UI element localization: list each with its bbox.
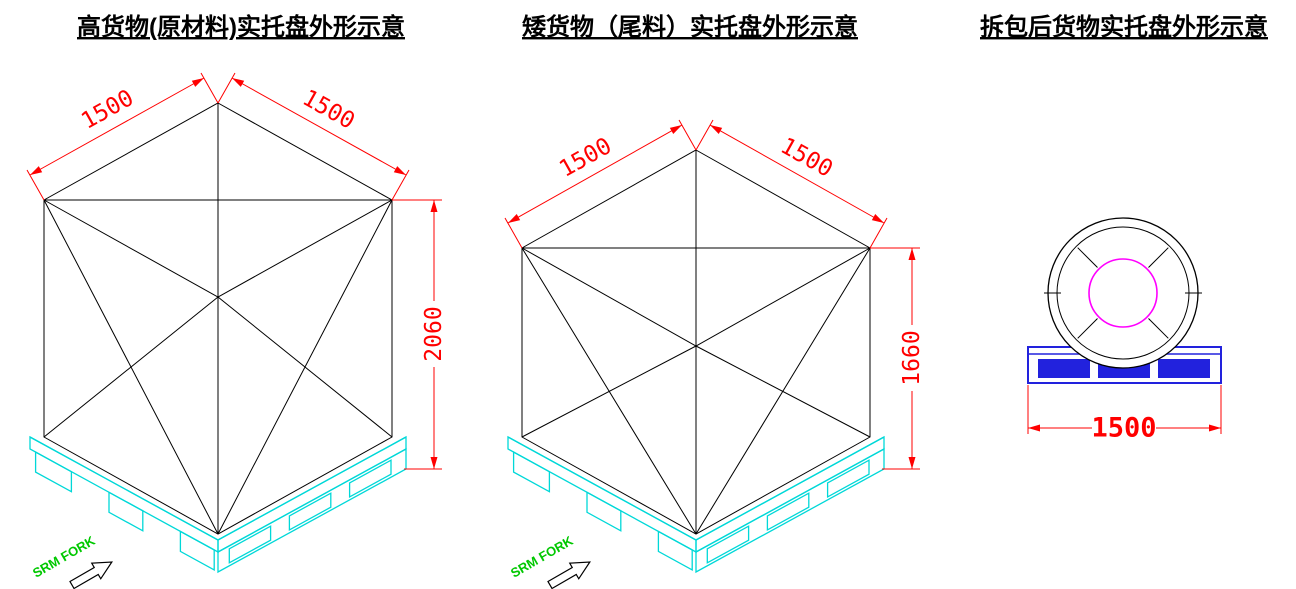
box-edges-and-diagonals [521, 150, 871, 535]
short-cargo-title: 矮货物（尾料）实托盘外形示意 [522, 13, 858, 41]
short-cargo-box [521, 149, 871, 535]
dim-line-top-right [231, 77, 407, 176]
unpacked-dimensions: 1500 [1027, 385, 1222, 444]
pallet-deck-left [507, 435, 697, 554]
coil-core-circle [1088, 258, 1158, 328]
tall-cargo-diagram: 高货物(原材料)实托盘外形示意 1500 1500 [26, 13, 447, 589]
tall-srm-fork: SRM FORK [30, 533, 113, 589]
unpacked-cargo-diagram: 拆包后货物实托盘外形示意 1500 [980, 13, 1268, 444]
dim-line-top-left [29, 77, 205, 176]
short-srm-fork: SRM FORK [508, 533, 591, 589]
tall-cargo-box [43, 102, 393, 535]
pallet-block [586, 491, 622, 532]
pallet-block [108, 491, 144, 532]
coil-outer-circle [1047, 217, 1199, 369]
dim-label-top-left: 1500 [555, 133, 616, 183]
pallet-block [34, 451, 73, 493]
dim-label-height: 2060 [421, 306, 447, 361]
fork-pocket [348, 459, 392, 498]
dim-label-top-left: 1500 [77, 85, 138, 135]
pallet-deck-right [695, 435, 885, 554]
fork-pocket [826, 459, 870, 498]
unpacked-cargo-title: 拆包后货物实托盘外形示意 [980, 13, 1268, 41]
dim-label-top-right: 1500 [298, 85, 359, 135]
coil-front-view [1044, 217, 1202, 369]
box-edges-and-diagonals [43, 103, 393, 535]
fork-direction-arrow-icon [547, 561, 591, 589]
fork-direction-arrow-icon [69, 561, 113, 589]
dim-label-height: 1660 [899, 330, 925, 385]
fork-pocket [1038, 359, 1090, 378]
fork-pocket [1158, 359, 1210, 378]
tall-dimensions: 1500 1500 2060 [26, 72, 447, 470]
short-dimensions: 1500 1500 1660 [504, 119, 925, 470]
dim-label-width: 1500 [1091, 413, 1156, 444]
fork-pocket [288, 492, 332, 531]
fork-pocket [706, 525, 750, 564]
pallet-block [657, 530, 693, 571]
short-cargo-diagram: 矮货物（尾料）实托盘外形示意 1500 1500 1660 [504, 13, 925, 589]
dim-line-top-right [709, 124, 885, 224]
fork-pocket [228, 525, 272, 564]
coil-quadrant-ticks [1044, 247, 1202, 339]
dim-line-top-left [507, 124, 683, 224]
dim-label-top-right: 1500 [776, 133, 837, 183]
pallet-block [179, 530, 215, 571]
pallet-block [512, 451, 551, 493]
tall-cargo-title: 高货物(原材料)实托盘外形示意 [77, 13, 405, 41]
fork-pocket [766, 492, 810, 531]
extension-lines [504, 119, 920, 470]
extension-lines [26, 72, 442, 470]
pallet-deck-left [29, 435, 219, 554]
pallet-deck-right [217, 435, 407, 554]
